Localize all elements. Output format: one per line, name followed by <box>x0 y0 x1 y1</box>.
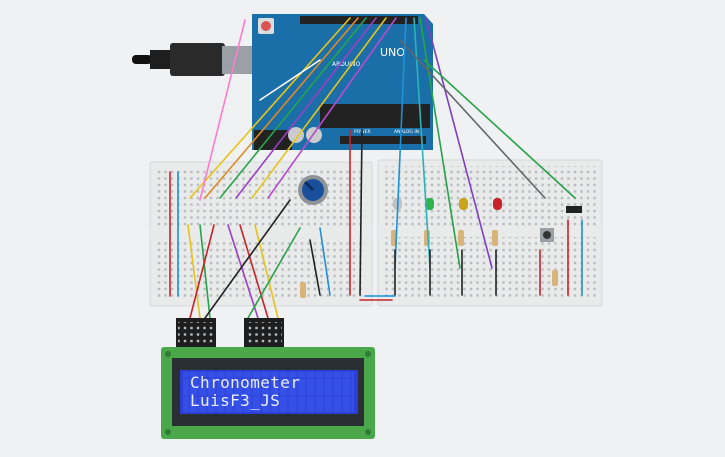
usb-cable[interactable] <box>132 43 252 76</box>
atmega-chip <box>320 104 430 128</box>
resistor[interactable] <box>552 270 558 286</box>
resistor[interactable] <box>458 230 464 246</box>
analog-header-label: ANALOG IN <box>394 129 419 135</box>
red-led[interactable] <box>493 198 502 210</box>
arduino-logo: ARDUINO <box>332 61 361 68</box>
pushbutton[interactable] <box>540 228 554 242</box>
lcd-header-pins-left <box>176 318 216 348</box>
arduino-model: UNO <box>380 46 405 59</box>
lcd-header-pins-right <box>244 318 284 348</box>
resistor[interactable] <box>300 282 306 298</box>
yellow-led[interactable] <box>459 198 468 210</box>
slide-switch[interactable] <box>566 206 582 213</box>
green-led[interactable] <box>425 198 434 210</box>
lcd-line-2: LuisF3_JS <box>190 391 281 410</box>
lcd-line-1: Chronometer <box>190 373 301 392</box>
reset-button[interactable] <box>261 21 271 31</box>
breadboard-left[interactable] <box>149 161 373 307</box>
wires <box>169 17 583 319</box>
potentiometer[interactable] <box>298 175 328 205</box>
lcd-module[interactable] <box>161 347 375 439</box>
resistor[interactable] <box>492 230 498 246</box>
breadboard-right[interactable] <box>377 159 603 307</box>
